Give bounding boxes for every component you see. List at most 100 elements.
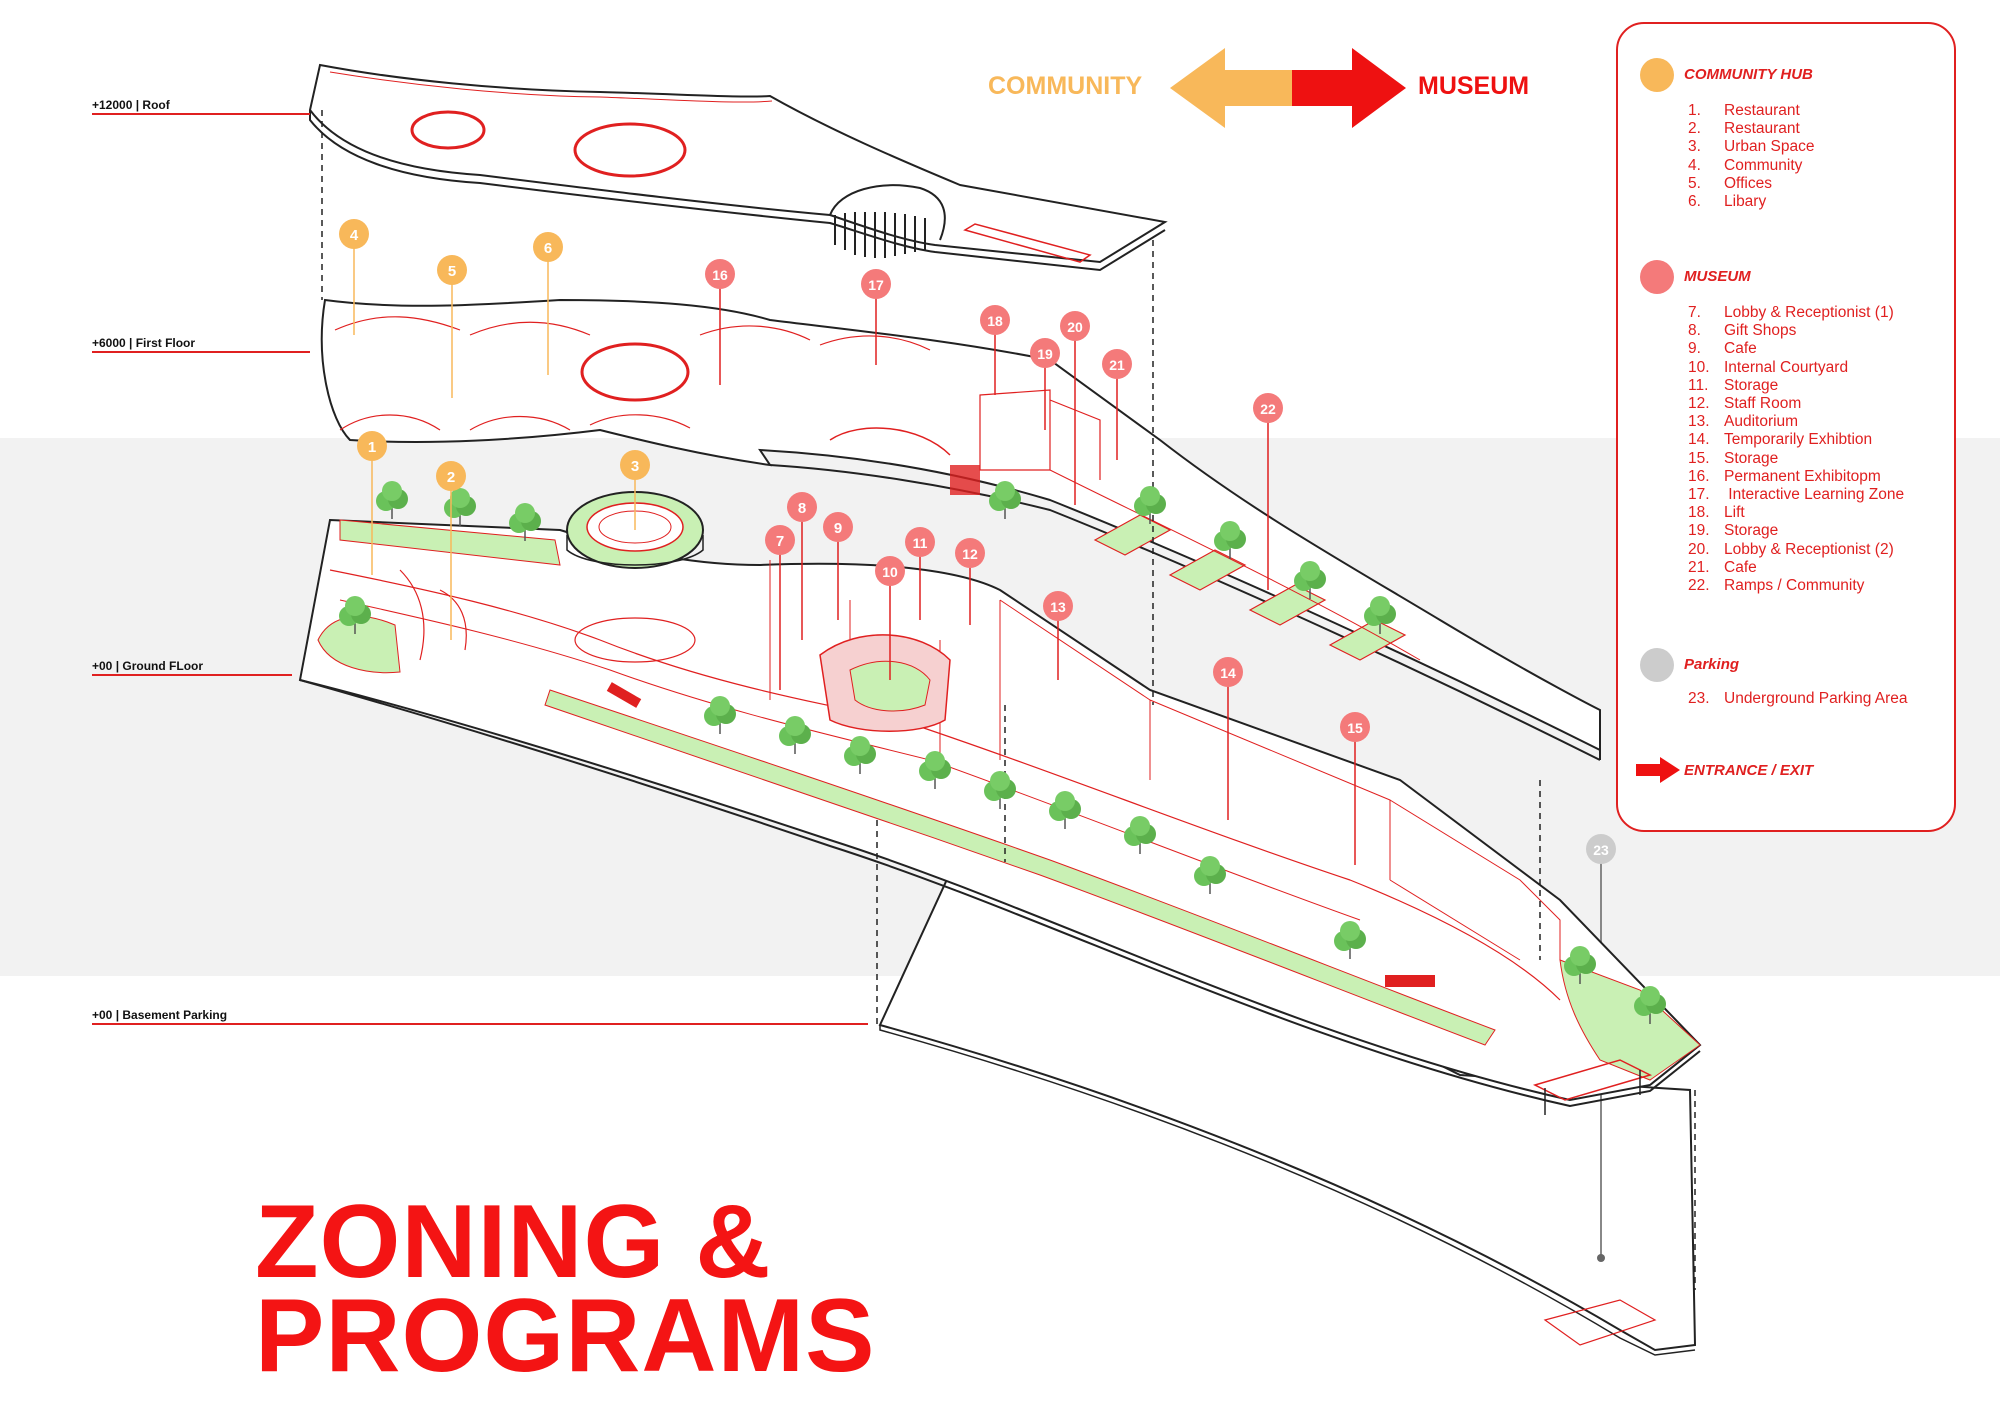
svg-text:20: 20	[1067, 319, 1083, 335]
legend-item-label: Lobby & Receptionist (1)	[1724, 304, 1894, 321]
svg-text:1: 1	[368, 439, 376, 456]
marker-2: 2	[436, 461, 466, 491]
entrance-arrow-icon	[1636, 757, 1680, 783]
legend-item: 4.Community	[1688, 157, 1814, 175]
svg-text:10: 10	[882, 564, 898, 580]
legend-item-number: 7.	[1688, 304, 1701, 321]
level-basement-label: +00 | Basement Parking	[92, 1008, 228, 1022]
legend-item-number: 16.	[1688, 467, 1710, 485]
svg-text:15: 15	[1347, 720, 1363, 736]
svg-text:23: 23	[1593, 842, 1609, 858]
legend-item: 7. Lobby & Receptionist (1)	[1688, 304, 1904, 322]
marker-9: 9	[823, 512, 853, 542]
legend-museum-heading: MUSEUM	[1684, 268, 1751, 285]
legend-item-label: Temporarily Exhibtion	[1724, 431, 1873, 449]
legend-item-number: 15.	[1688, 449, 1710, 467]
legend-item-number: 11.	[1688, 376, 1709, 394]
legend-item-number: 19.	[1688, 522, 1710, 540]
legend-item-number: 4.	[1688, 156, 1701, 174]
svg-text:16: 16	[712, 267, 728, 283]
svg-text:8: 8	[798, 500, 806, 517]
legend-item-label: Lobby & Receptionist (2)	[1724, 540, 1894, 558]
community-dot-icon	[1640, 58, 1674, 92]
legend-item-label: Storage	[1724, 449, 1779, 467]
legend-item: 8.Gift Shops	[1688, 322, 1904, 340]
svg-text:19: 19	[1037, 346, 1053, 362]
svg-text:14: 14	[1220, 665, 1236, 681]
legend-item-label: Permanent Exhibitopm	[1724, 467, 1881, 485]
marker-13: 13	[1043, 591, 1073, 621]
marker-15: 15	[1340, 712, 1370, 742]
legend-item: 16. Permanent Exhibitopm	[1688, 468, 1904, 486]
legend-item: 5.Offices	[1688, 175, 1814, 193]
legend-item-label: Offices	[1724, 174, 1772, 192]
marker-17: 17	[861, 269, 891, 299]
marker-19: 19	[1030, 338, 1060, 368]
legend-item-number: 13.	[1688, 413, 1710, 431]
marker-1: 1	[357, 431, 387, 461]
museum-dot-icon	[1640, 260, 1674, 294]
marker-14: 14	[1213, 657, 1243, 687]
legend-item: 14. Temporarily Exhibtion	[1688, 431, 1904, 449]
svg-text:17: 17	[868, 277, 884, 293]
legend-item-number: 3.	[1688, 138, 1701, 156]
marker-4: 4	[339, 219, 369, 249]
legend-item-number: 1.	[1688, 102, 1701, 119]
legend-item-label: Storage	[1724, 522, 1779, 540]
marker-6: 6	[533, 232, 563, 262]
marker-8: 8	[787, 492, 817, 522]
legend-item-number: 12.	[1688, 395, 1710, 413]
legend-item: 17. Interactive Learning Zone	[1688, 486, 1904, 504]
legend-item: 9. Cafe	[1688, 340, 1904, 358]
level-ground-floor-line	[92, 674, 292, 676]
legend-item-label: Gift Shops	[1724, 322, 1797, 340]
legend-item-label: Cafe	[1724, 340, 1757, 358]
community-direction-label: COMMUNITY	[988, 72, 1143, 100]
marker-20: 20	[1060, 311, 1090, 341]
legend-item: 19. Storage	[1688, 522, 1904, 540]
legend-item: 21.Cafe	[1688, 559, 1904, 577]
svg-text:18: 18	[987, 313, 1003, 329]
marker-3: 3	[620, 450, 650, 480]
svg-text:22: 22	[1260, 401, 1276, 417]
legend-item: 11. Storage	[1688, 377, 1904, 395]
legend-item-number: 20.	[1688, 540, 1710, 558]
legend-item-label: Storage	[1724, 376, 1779, 394]
legend-item-number: 14.	[1688, 431, 1710, 449]
legend-item: 3.Urban Space	[1688, 138, 1814, 156]
legend-item-number: 17.	[1688, 486, 1710, 504]
legend-item-label: Lift	[1724, 504, 1745, 522]
legend-item-number: 6.	[1688, 193, 1701, 211]
legend-item-number: 9.	[1688, 340, 1701, 358]
first-floor-slab	[320, 298, 1601, 761]
level-roof-label: +12000 | Roof	[92, 98, 170, 112]
level-basement-line	[92, 1023, 868, 1025]
legend-item: 13. Auditorium	[1688, 413, 1904, 431]
marker-12: 12	[955, 538, 985, 568]
legend-item-number: 10.	[1688, 358, 1710, 376]
legend-item-label: Internal Courtyard	[1724, 358, 1849, 376]
legend-item-label: Underground Parking Area	[1724, 690, 1908, 707]
museum-direction-label: MUSEUM	[1418, 72, 1530, 100]
legend-item-label: Ramps / Community	[1724, 577, 1865, 595]
legend-item-label: Auditorium	[1724, 413, 1799, 431]
legend-entrance-label: ENTRANCE / EXIT	[1684, 762, 1814, 779]
legend-item: 2.Restaurant	[1688, 120, 1814, 138]
marker-21: 21	[1102, 349, 1132, 379]
marker-7: 7	[765, 525, 795, 555]
legend-item: 6.Libary	[1688, 193, 1814, 211]
roof-slab	[308, 63, 1168, 272]
legend-item: 22.Ramps / Community	[1688, 577, 1904, 595]
legend-item: 15. Storage	[1688, 450, 1904, 468]
legend-item: 12. Staff Room	[1688, 395, 1904, 413]
legend-item: 20. Lobby & Receptionist (2)	[1688, 541, 1904, 559]
legend-parking-list: 23.Underground Parking Area	[1688, 690, 1908, 708]
page-title: ZONING & PROGRAMS	[255, 1190, 875, 1388]
marker-5: 5	[437, 255, 467, 285]
legend-item-number: 21.	[1688, 558, 1710, 576]
svg-text:7: 7	[776, 533, 784, 550]
svg-text:9: 9	[834, 520, 842, 537]
legend-item-label: Staff Room	[1724, 395, 1802, 413]
